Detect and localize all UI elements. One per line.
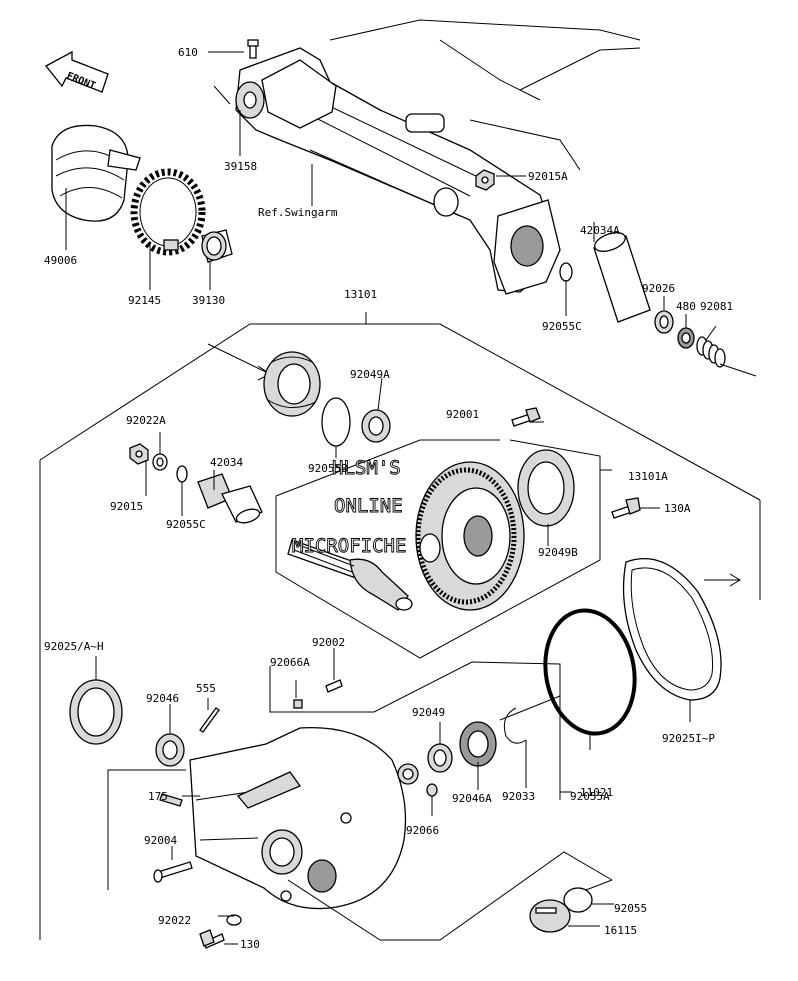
part-610-icon [247, 39, 259, 59]
label-92066A: 92066A [270, 656, 310, 669]
label-92081: 92081 [700, 300, 733, 313]
part-92049-icon [427, 743, 453, 773]
assembly-11021-frame [107, 661, 561, 890]
label-16115: 16115 [604, 924, 637, 937]
part-92049A-icon [361, 409, 391, 443]
part-92022A-icon [152, 453, 168, 471]
part-555-icon [199, 707, 220, 733]
part-92002-icon [325, 679, 343, 693]
part-92015A-icon [475, 169, 495, 191]
label-92025IP: 92025I~P [662, 732, 715, 745]
label-130: 130 [240, 938, 260, 951]
label-92055: 92055 [614, 902, 647, 915]
part-92022-icon [226, 914, 242, 926]
label-92055C-top: 92055C [542, 320, 582, 333]
part-39130-icon [201, 229, 233, 263]
part-92046-icon [155, 733, 185, 767]
watermark-line-2: ONLINE [334, 495, 403, 517]
part-92046A-icon [459, 721, 497, 767]
part-92055A-icon [543, 608, 637, 736]
part-92055B-icon [321, 397, 351, 447]
part-92015-icon [129, 443, 149, 465]
label-49006: 49006 [44, 254, 77, 267]
label-ref-swingarm: Ref.Swingarm [258, 206, 338, 219]
part-bearing-housing-icon [263, 351, 321, 417]
leader-lines [65, 51, 757, 945]
label-92046A: 92046A [452, 792, 492, 805]
label-92002: 92002 [312, 636, 345, 649]
part-130A-icon [611, 497, 641, 519]
label-130A: 130A [664, 502, 691, 515]
lower-frame [287, 851, 613, 941]
label-92033: 92033 [502, 790, 535, 803]
front-arrow-icon: FRONT [45, 50, 109, 93]
label-92001: 92001 [446, 408, 479, 421]
label-175: 175 [148, 790, 168, 803]
part-92055-icon [563, 887, 593, 913]
part-92081-icon [696, 336, 726, 368]
part-92145-icon [130, 168, 206, 256]
label-92046: 92046 [146, 692, 179, 705]
part-92025AH-icon [69, 679, 123, 745]
part-bushing-icon [397, 763, 419, 785]
label-92145: 92145 [128, 294, 161, 307]
label-39158: 39158 [224, 160, 257, 173]
part-42034-icon [197, 473, 263, 524]
label-480: 480 [676, 300, 696, 313]
swingarm-drawing [235, 19, 641, 295]
part-175-icon [159, 793, 183, 807]
label-92049B: 92049B [538, 546, 578, 559]
part-130-icon [199, 929, 225, 949]
label-92066: 92066 [406, 824, 439, 837]
label-92015: 92015 [110, 500, 143, 513]
part-92026-icon [654, 310, 674, 334]
part-49006-icon [51, 124, 141, 222]
part-480-icon [677, 327, 695, 349]
label-92015A: 92015A [528, 170, 568, 183]
part-ring-gear-icon [415, 461, 525, 611]
watermark-line-3: MICROFICHE [292, 535, 406, 557]
label-92022A: 92022A [126, 414, 166, 427]
label-92055B: 92055B [308, 462, 348, 475]
label-92055C: 92055C [166, 518, 206, 531]
part-92055C-icon [176, 465, 188, 483]
part-92004-icon [153, 861, 193, 883]
part-92033-icon [503, 707, 527, 744]
label-555: 555 [196, 682, 216, 695]
label-11021: 11021 [580, 786, 613, 799]
part-92049B-icon [517, 449, 575, 527]
watermark: HLSM'S ONLINE MICROFICHE [292, 457, 407, 558]
label-92049A: 92049A [350, 368, 390, 381]
label-92022: 92022 [158, 914, 191, 927]
label-92049: 92049 [412, 706, 445, 719]
label-92055A: 92055A [570, 790, 610, 803]
watermark-line-1: HLSM'S [332, 457, 401, 479]
part-92066A-icon [293, 699, 303, 709]
part-92055C-top-icon [559, 262, 573, 282]
label-42034A: 42034A [580, 224, 620, 237]
label-92026: 92026 [642, 282, 675, 295]
assembly-13101A-frame [275, 439, 601, 659]
label-13101A: 13101A [628, 470, 668, 483]
part-gear-case-icon [189, 726, 407, 910]
label-13101: 13101 [344, 288, 377, 301]
part-92025IP-icon [622, 558, 741, 701]
assembly-13101-frame [39, 312, 761, 940]
label-610: 610 [178, 46, 198, 59]
label-42034: 42034 [210, 456, 243, 469]
part-92066-icon [426, 783, 438, 797]
label-92004: 92004 [144, 834, 177, 847]
label-92025AH: 92025/A~H [44, 640, 104, 653]
part-16115-icon [529, 899, 571, 933]
part-92001-icon [511, 407, 541, 427]
label-39130: 39130 [192, 294, 225, 307]
part-labels: 610 39158 Ref.Swingarm 49006 92145 39130… [44, 46, 733, 951]
part-42034A-icon [593, 232, 651, 323]
part-pinion-shaft-icon [287, 539, 413, 611]
